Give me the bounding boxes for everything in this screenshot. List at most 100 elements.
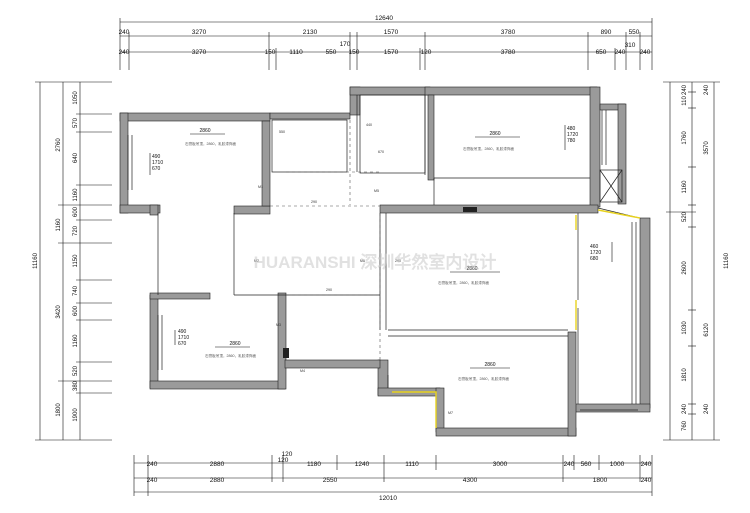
svg-text:3780: 3780 [501, 29, 516, 36]
svg-text:240: 240 [615, 49, 626, 56]
svg-text:600: 600 [73, 206, 79, 217]
svg-text:1160: 1160 [73, 188, 79, 202]
svg-text:石膏板吊顶，2860，乳胶漆饰面: 石膏板吊顶，2860，乳胶漆饰面 [458, 376, 510, 381]
top-dimensions [119, 18, 653, 70]
svg-text:120: 120 [421, 49, 432, 56]
svg-text:440: 440 [366, 123, 372, 127]
svg-text:2880: 2880 [210, 461, 225, 468]
fixture-icon [283, 348, 289, 358]
svg-text:1710: 1710 [178, 335, 189, 341]
svg-text:640: 640 [73, 152, 79, 163]
svg-text:1900: 1900 [73, 408, 79, 422]
room-top-right: 2860 石膏板吊顶，2860，乳胶漆饰面 480 1720 780 [463, 125, 578, 151]
svg-text:2130: 2130 [303, 29, 318, 36]
svg-text:3270: 3270 [192, 29, 207, 36]
svg-text:M6: M6 [360, 259, 365, 263]
svg-text:M2: M2 [254, 259, 259, 263]
svg-text:290: 290 [311, 200, 317, 204]
svg-text:550: 550 [326, 49, 337, 56]
svg-text:1570: 1570 [384, 29, 399, 36]
top-row2-labels: 240 3270 150 1110 550 150 1570 120 3780 … [119, 42, 651, 56]
svg-text:2880: 2880 [210, 477, 225, 484]
svg-text:760: 760 [682, 420, 688, 431]
svg-text:570: 570 [73, 117, 79, 128]
svg-text:1710: 1710 [152, 160, 163, 166]
svg-text:1160: 1160 [682, 180, 688, 194]
left-row2-labels: 1050 570 640 1160 600 720 1150 740 600 1… [73, 91, 79, 422]
door-tags: M1 M2 M3 M4 M5 M6 M7 290 290 290 550 440… [254, 123, 453, 415]
svg-text:3780: 3780 [501, 49, 516, 56]
svg-text:2760: 2760 [56, 138, 62, 152]
bottom-row2-labels: 240 2880 2550 4300 1800 240 120 [147, 451, 652, 484]
svg-text:1160: 1160 [56, 218, 62, 232]
svg-text:240: 240 [682, 403, 688, 414]
svg-text:240: 240 [704, 403, 710, 414]
svg-text:6120: 6120 [704, 323, 710, 337]
beam-lines [270, 120, 381, 360]
ceiling-note: 石膏板吊顶，2860，乳胶漆饰面 [185, 141, 237, 146]
svg-text:240: 240 [682, 84, 688, 95]
right-row2-labels: 240 110 1760 1160 520 2600 1030 1810 240… [682, 84, 710, 431]
svg-text:240: 240 [641, 477, 652, 484]
svg-text:520: 520 [682, 211, 688, 222]
svg-text:1110: 1110 [289, 49, 303, 56]
svg-text:1160: 1160 [73, 334, 79, 348]
svg-text:1810: 1810 [682, 368, 688, 382]
room-center: 2860 石膏板吊顶，2860，乳胶漆饰面 [438, 266, 500, 285]
svg-text:M5: M5 [374, 189, 379, 193]
svg-text:740: 740 [73, 285, 79, 296]
svg-text:120: 120 [278, 457, 289, 464]
top-row1-labels: 240 3270 2130 170 1570 3780 890 550 [119, 29, 640, 48]
svg-text:240: 240 [564, 461, 575, 468]
svg-text:490: 490 [178, 329, 187, 335]
svg-text:460: 460 [590, 244, 599, 250]
svg-text:480: 480 [567, 126, 576, 132]
interior-lines [127, 94, 641, 411]
watermark-text: HUARANSHI 深圳华然室内设计 [254, 252, 497, 272]
svg-text:1760: 1760 [682, 131, 688, 145]
svg-text:3570: 3570 [704, 141, 710, 155]
svg-text:890: 890 [601, 29, 612, 36]
svg-text:240: 240 [119, 29, 130, 36]
svg-text:490: 490 [152, 154, 161, 160]
svg-text:720: 720 [73, 225, 79, 236]
svg-text:4300: 4300 [463, 477, 478, 484]
svg-text:560: 560 [581, 461, 592, 468]
accent-lines [392, 209, 641, 428]
svg-text:520: 520 [73, 365, 79, 376]
svg-text:240: 240 [640, 49, 651, 56]
bottom-total-dim: 12010 [379, 495, 397, 502]
right-total-dim: 11160 [724, 252, 730, 268]
svg-text:1720: 1720 [567, 132, 578, 138]
svg-text:680: 680 [590, 256, 599, 262]
svg-text:1240: 1240 [355, 461, 370, 468]
svg-text:2860: 2860 [484, 362, 495, 368]
svg-text:3270: 3270 [192, 49, 207, 56]
room-bottom-center: 2860 石膏板吊顶，2860，乳胶漆饰面 [458, 362, 510, 381]
svg-text:310: 310 [625, 42, 636, 49]
svg-text:2860: 2860 [229, 341, 240, 347]
svg-text:2550: 2550 [323, 477, 338, 484]
svg-text:1570: 1570 [384, 49, 399, 56]
svg-text:1110: 1110 [405, 461, 419, 468]
svg-text:1800: 1800 [56, 403, 62, 417]
svg-text:1050: 1050 [73, 91, 79, 105]
svg-text:120: 120 [282, 451, 293, 458]
svg-text:3420: 3420 [56, 305, 62, 319]
svg-text:150: 150 [349, 49, 360, 56]
svg-text:150: 150 [265, 49, 276, 56]
svg-text:780: 780 [567, 138, 576, 144]
room-top-left-height: 2860 [199, 128, 210, 134]
svg-text:170: 170 [340, 41, 351, 48]
svg-text:1150: 1150 [73, 254, 79, 268]
svg-text:240: 240 [641, 461, 652, 468]
svg-text:550: 550 [629, 29, 640, 36]
svg-text:110: 110 [682, 96, 688, 106]
svg-text:1800: 1800 [593, 477, 608, 484]
right-dimensions [663, 81, 720, 441]
svg-text:240: 240 [147, 477, 158, 484]
svg-text:550: 550 [279, 130, 285, 134]
svg-text:石膏板吊顶，2860，乳胶漆饰面: 石膏板吊顶，2860，乳胶漆饰面 [438, 280, 490, 285]
